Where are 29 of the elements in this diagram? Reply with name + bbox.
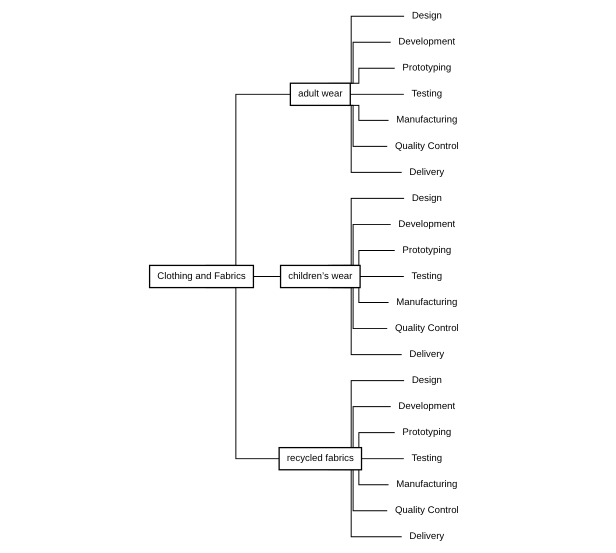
node-text: Development: [398, 400, 456, 412]
node-text: Prototyping: [402, 426, 452, 438]
node-text: Quality Control: [394, 322, 459, 334]
node-text: Delivery: [409, 530, 444, 542]
node-text: Prototyping: [402, 62, 452, 74]
connector: [361, 458, 404, 460]
node-text: Design: [412, 192, 442, 204]
node-text: Testing: [412, 88, 442, 100]
node-box: recycled fabrics: [278, 446, 362, 470]
node-text: Testing: [412, 270, 442, 282]
node-text: Design: [412, 10, 442, 22]
node-text: Delivery: [409, 166, 444, 178]
node-text: Prototyping: [402, 244, 452, 256]
node-box: Clothing and Fabrics: [148, 264, 254, 288]
node-text: Quality Control: [394, 504, 459, 516]
node-text: Manufacturing: [396, 296, 458, 308]
connector: [350, 94, 404, 95]
node-text: Development: [398, 36, 456, 48]
node-box: adult wear: [290, 82, 351, 106]
node-text: Manufacturing: [396, 478, 458, 490]
node-box: children’s wear: [280, 264, 361, 288]
node-text: Development: [398, 218, 456, 230]
node-text: Quality Control: [394, 140, 459, 152]
connector: [360, 276, 404, 277]
node-text: Delivery: [409, 348, 444, 360]
node-text: Design: [412, 374, 442, 386]
connector: [252, 276, 282, 277]
node-text: Testing: [412, 452, 442, 464]
node-text: Manufacturing: [396, 114, 458, 126]
